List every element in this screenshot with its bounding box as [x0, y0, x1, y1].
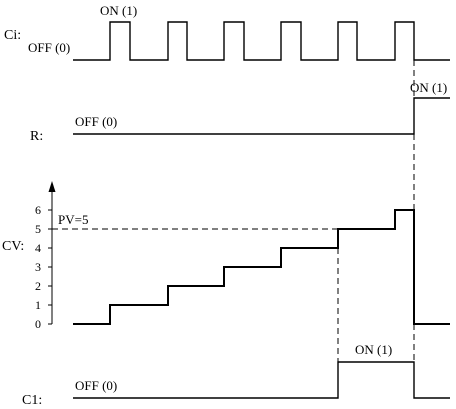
cv-axis-arrow-icon	[48, 181, 56, 192]
cv-tick-label: 3	[35, 260, 41, 274]
cv-preset-label: PV=5	[58, 212, 88, 227]
cv-tick-label: 0	[35, 317, 41, 331]
r-off-label: OFF (0)	[75, 114, 117, 129]
c1-row-label: C1:	[22, 393, 42, 408]
c1-off-label: OFF (0)	[75, 378, 117, 393]
cv-tick-label: 1	[35, 298, 41, 312]
cv-row-label: CV:	[2, 239, 24, 254]
cv-y-ticks: 0 1 2 3 4 5 6	[35, 203, 52, 331]
r-reset-waveform	[73, 97, 450, 135]
ci-on-label: ON (1)	[100, 3, 137, 18]
r-row-label: R:	[30, 129, 43, 144]
ci-pulse-waveform	[73, 21, 450, 61]
c1-on-label: ON (1)	[355, 342, 392, 357]
ci-row-label: Ci:	[4, 28, 21, 43]
cv-count-staircase	[73, 209, 450, 325]
cv-tick-label: 6	[35, 203, 41, 217]
ci-off-label: OFF (0)	[28, 40, 70, 55]
c1-output-waveform	[73, 361, 450, 399]
cv-tick-label: 4	[35, 241, 41, 255]
cv-tick-label: 2	[35, 279, 41, 293]
r-on-label: ON (1)	[410, 80, 447, 95]
cv-tick-label: 5	[35, 222, 41, 236]
